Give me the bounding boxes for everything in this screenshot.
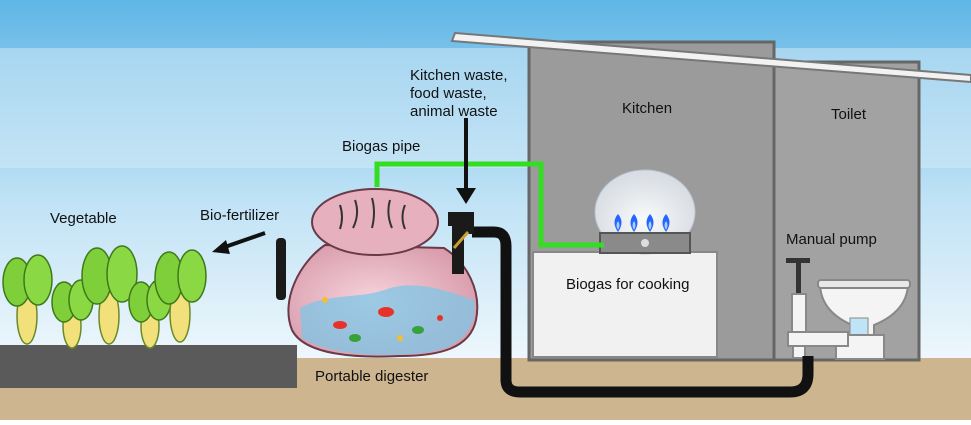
kitchen-counter [532,251,718,358]
inlet-strap [452,231,470,249]
soil-bed [0,345,297,388]
toilet-bowl-icon [817,279,911,360]
bio-fertilizer-label: Bio-fertilizer [200,207,280,224]
kitchen-waste-label-line3: animal waste [410,103,498,120]
stove [594,169,696,255]
manual-pump-label: Manual pump [786,231,877,248]
fertilizer-outlet [276,238,286,300]
portable-digester [276,188,479,358]
cabbage-icon [81,245,138,345]
waste-particles [322,297,443,342]
manual-pump-icon [786,258,849,359]
biogas-pipe-label: Biogas pipe [342,138,421,155]
cabbage-icon [154,249,207,343]
digester-texture [339,197,406,230]
digester-liquid [300,285,475,356]
left-arrow-icon [212,240,230,254]
house [450,31,971,362]
cabbage-icon [128,279,172,349]
waste-pipe [472,226,814,398]
biogas-pipe [374,161,604,248]
kitchen-waste-label-line1: Kitchen waste, [410,67,508,84]
toilet-label: Toilet [831,106,867,123]
portable-digester-label: Portable digester [315,368,429,385]
roof [450,31,971,84]
stove-knob [641,239,649,247]
vegetable-label: Vegetable [50,210,117,227]
cabbage-icon [2,254,53,345]
biogas-for-cooking-label: Biogas for cooking [566,276,690,293]
down-arrow-icon [456,188,476,204]
kitchen-label: Kitchen [622,100,673,117]
gas-flame-icon [614,214,670,232]
vegetable-plants [2,245,207,349]
kitchen-waste-label-line2: food waste, [410,85,487,102]
fertilizer-arrow-line [221,231,266,250]
waste-inlet [448,212,474,274]
arrows [212,118,476,254]
digester-gas-dome [311,188,439,256]
